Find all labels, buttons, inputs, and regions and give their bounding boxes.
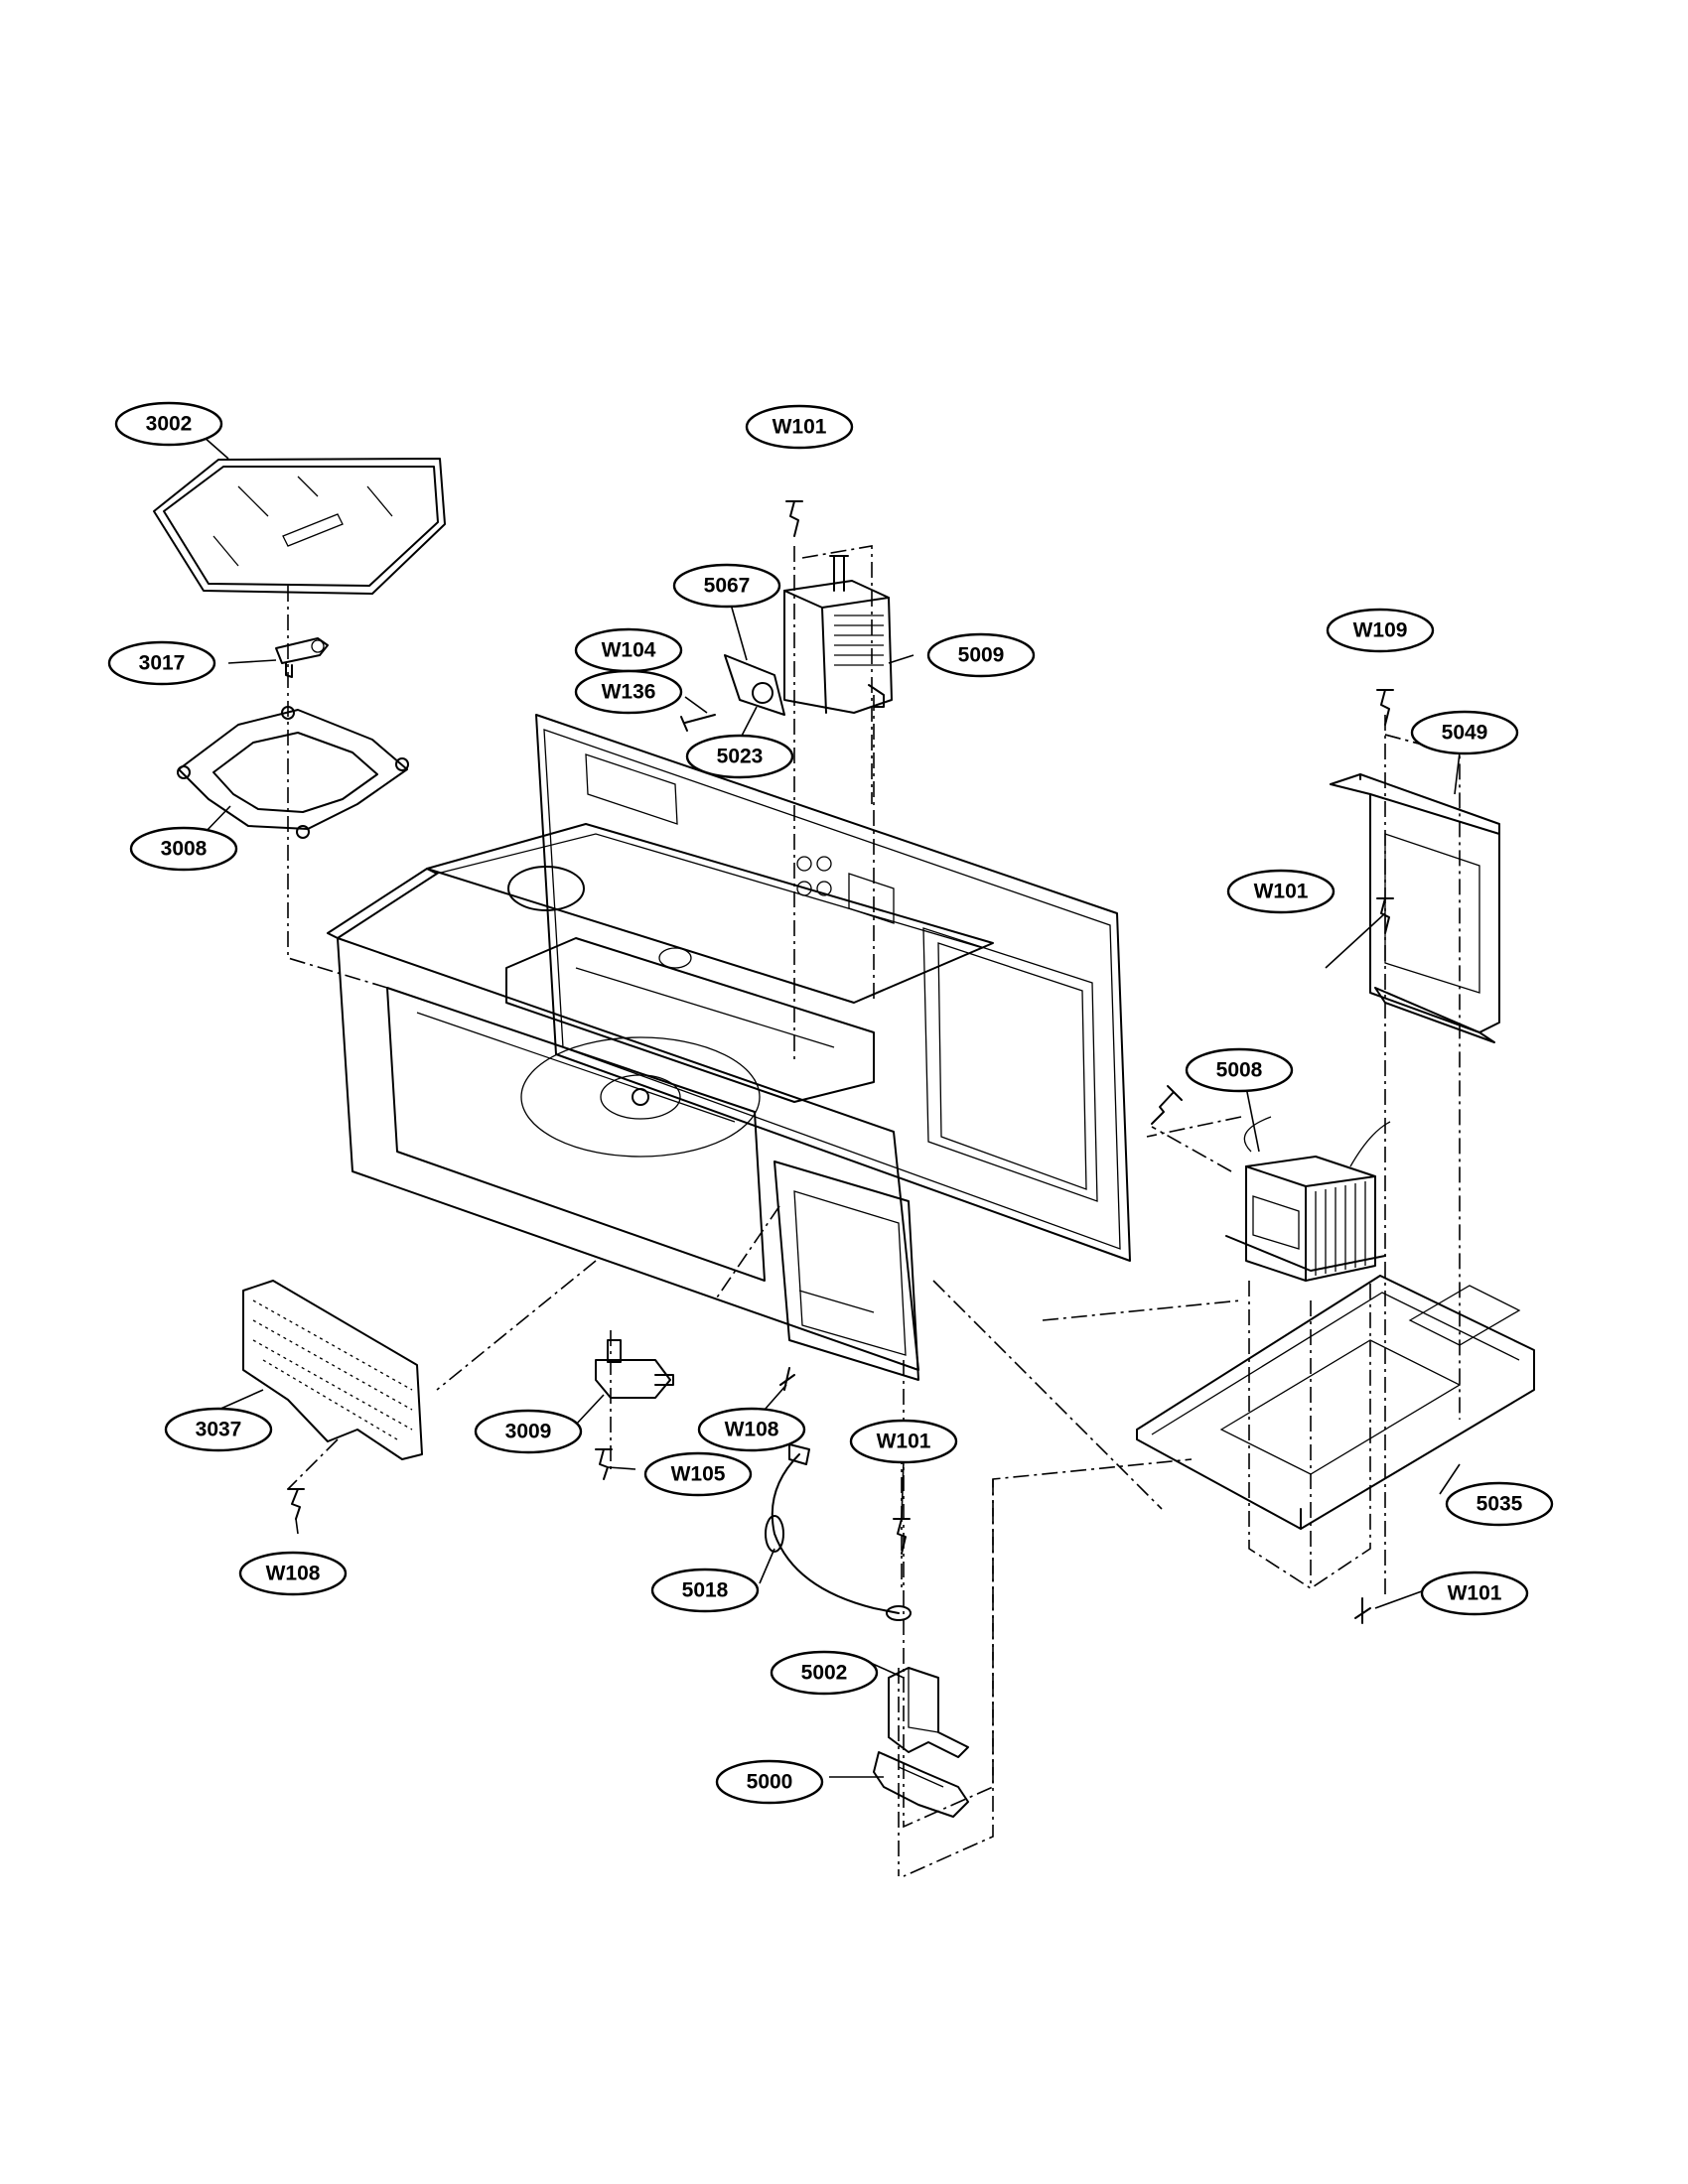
svg-text:W108: W108 xyxy=(266,1563,321,1585)
roller-coupler-3017 xyxy=(275,637,329,678)
svg-text:W101: W101 xyxy=(877,1431,931,1453)
callout-w101-bottom-right: W101 xyxy=(1420,1570,1529,1616)
svg-text:W109: W109 xyxy=(1353,619,1408,642)
svg-text:3008: 3008 xyxy=(161,838,208,861)
svg-text:3009: 3009 xyxy=(505,1421,552,1443)
svg-text:5023: 5023 xyxy=(717,746,764,768)
svg-text:5035: 5035 xyxy=(1477,1493,1523,1516)
roller-ring-3008 xyxy=(177,706,409,839)
callout-w101-center: W101 xyxy=(849,1419,958,1464)
svg-text:5002: 5002 xyxy=(801,1662,848,1685)
callout-5023: 5023 xyxy=(685,734,794,779)
callout-5002: 5002 xyxy=(770,1650,879,1696)
screw-w105 xyxy=(595,1448,613,1480)
svg-text:W101: W101 xyxy=(1448,1582,1502,1605)
callout-3037: 3037 xyxy=(164,1407,273,1452)
callout-w108-left: W108 xyxy=(238,1551,348,1596)
callout-5067: 5067 xyxy=(672,563,781,609)
svg-text:3017: 3017 xyxy=(139,652,186,675)
bracket-5067-thermostat-5023 xyxy=(680,654,785,732)
glass-tray-3002 xyxy=(153,458,446,595)
vent-grille-3037 xyxy=(242,1280,423,1460)
callout-5018: 5018 xyxy=(650,1568,760,1613)
svg-text:5000: 5000 xyxy=(747,1771,793,1794)
svg-text:W105: W105 xyxy=(671,1463,726,1486)
cover-5049 xyxy=(1330,689,1500,1043)
ground-wire-5018 xyxy=(765,1443,912,1621)
base-plate-5035 xyxy=(1136,1275,1535,1530)
screw-w108-center xyxy=(779,1367,795,1391)
svg-text:5018: 5018 xyxy=(682,1579,729,1602)
callout-w101-right: W101 xyxy=(1226,869,1336,914)
svg-text:W104: W104 xyxy=(602,639,656,662)
svg-text:5049: 5049 xyxy=(1442,722,1488,745)
svg-text:W101: W101 xyxy=(773,416,827,439)
callout-5049: 5049 xyxy=(1410,710,1519,755)
svg-text:W101: W101 xyxy=(1254,881,1309,903)
screw-near-transformer xyxy=(1151,1085,1183,1125)
switch-bracket-5002 xyxy=(888,1667,969,1758)
lamp-socket-5000 xyxy=(873,1751,969,1818)
callout-3008: 3008 xyxy=(129,826,238,872)
callout-w108-center: W108 xyxy=(697,1407,806,1452)
oven-cavity-frame xyxy=(327,714,1131,1381)
transformer-5008 xyxy=(1225,1116,1391,1282)
screw-w101-top xyxy=(785,500,803,537)
callout-3009: 3009 xyxy=(474,1409,583,1454)
callout-5035: 5035 xyxy=(1445,1481,1554,1527)
label-leader-lines xyxy=(203,436,1461,1778)
callout-5009: 5009 xyxy=(926,632,1036,678)
screw-w101-right xyxy=(1376,897,1394,934)
svg-text:5008: 5008 xyxy=(1216,1059,1263,1082)
callout-w101-top: W101 xyxy=(745,404,854,450)
svg-text:W136: W136 xyxy=(602,681,656,704)
svg-text:5009: 5009 xyxy=(958,644,1005,667)
screw-w101-bottom-right xyxy=(1354,1597,1371,1624)
callout-3017: 3017 xyxy=(107,640,216,686)
callout-5008: 5008 xyxy=(1185,1047,1294,1093)
svg-text:3037: 3037 xyxy=(196,1419,242,1441)
turntable-motor-3009 xyxy=(595,1339,674,1399)
callout-w104: W104 xyxy=(574,627,683,673)
callout-w136: W136 xyxy=(574,669,683,715)
callout-w109: W109 xyxy=(1326,608,1435,653)
callout-5000: 5000 xyxy=(715,1759,824,1805)
callout-w105: W105 xyxy=(643,1451,753,1497)
screw-w108-left xyxy=(287,1488,305,1520)
callout-3002: 3002 xyxy=(114,401,223,447)
svg-text:3002: 3002 xyxy=(146,413,193,436)
svg-text:5067: 5067 xyxy=(704,575,751,598)
magnetron-5009 xyxy=(783,555,893,714)
svg-text:W108: W108 xyxy=(725,1419,779,1441)
